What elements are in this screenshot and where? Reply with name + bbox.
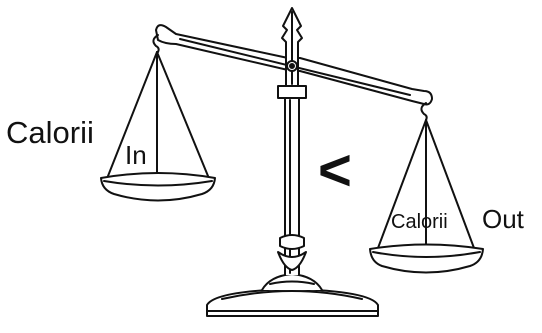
left-pan-sub-label: In — [125, 140, 147, 170]
scale-pillar — [277, 85, 307, 276]
right-pan — [369, 102, 484, 274]
scale-base — [206, 273, 379, 317]
finial-icon — [281, 7, 303, 87]
less-than-symbol: < — [318, 138, 352, 203]
left-pan-label: Calorii — [6, 115, 94, 150]
right-pan-label: Calorii — [391, 211, 448, 233]
left-pan — [100, 34, 216, 202]
right-pan-sub-label: Out — [482, 204, 524, 234]
